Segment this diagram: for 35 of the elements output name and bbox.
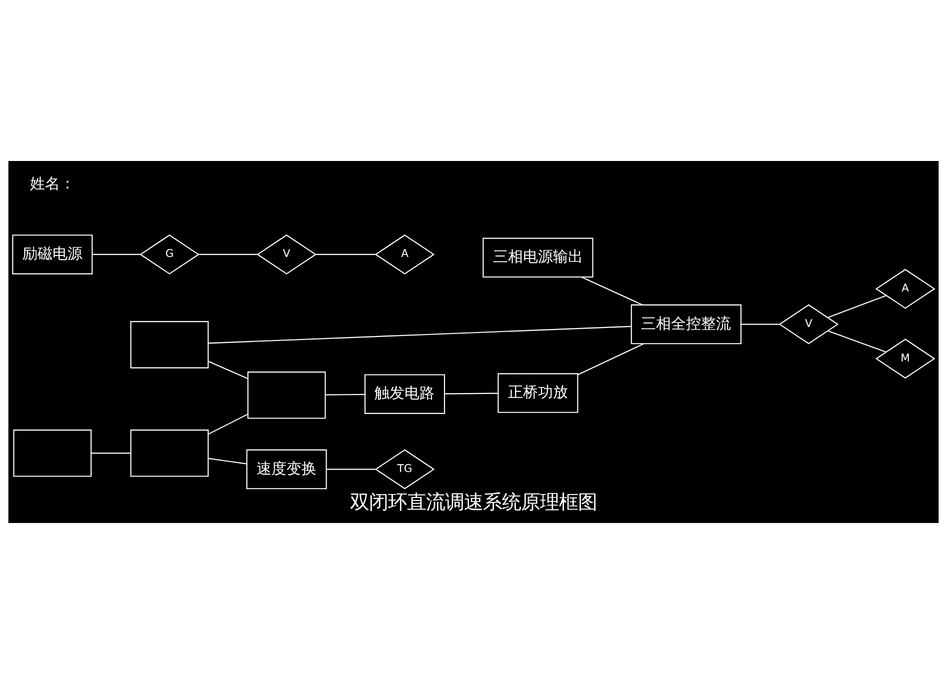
connector	[444, 392, 498, 394]
connector	[325, 393, 365, 395]
node-box	[13, 429, 92, 476]
connector	[198, 253, 258, 254]
connector	[208, 457, 247, 464]
node-box	[130, 429, 209, 476]
connector	[92, 253, 140, 254]
connector	[326, 468, 376, 470]
node-diamond: M	[875, 338, 936, 378]
connector	[578, 342, 644, 375]
connector	[208, 360, 248, 379]
node-box	[247, 371, 326, 418]
node-diamond: TG	[374, 448, 435, 489]
connector	[208, 413, 248, 434]
label: 姓名：	[30, 174, 75, 192]
node-diamond: V	[778, 304, 839, 344]
connector	[91, 452, 131, 454]
node-box: 速度变换	[246, 448, 327, 489]
node-diamond: V	[256, 234, 317, 274]
connector	[208, 325, 632, 344]
connector	[828, 294, 886, 318]
node-box: 正桥功放	[498, 372, 578, 412]
connector	[828, 330, 886, 352]
connector	[741, 323, 780, 324]
node-box: 三相全控整流	[630, 304, 742, 344]
connector	[581, 276, 643, 305]
connector	[316, 253, 376, 254]
node-diamond: A	[374, 234, 435, 274]
node-box: 触发电路	[364, 374, 446, 414]
node-box	[130, 320, 209, 368]
node-diamond: A	[875, 268, 936, 308]
node-box: 三相电源输出	[482, 237, 594, 278]
node-box: 励磁电源	[12, 234, 93, 274]
node-diamond: G	[140, 234, 200, 274]
diagram-title: 双闭环直流调速系统原理框图	[350, 490, 597, 513]
